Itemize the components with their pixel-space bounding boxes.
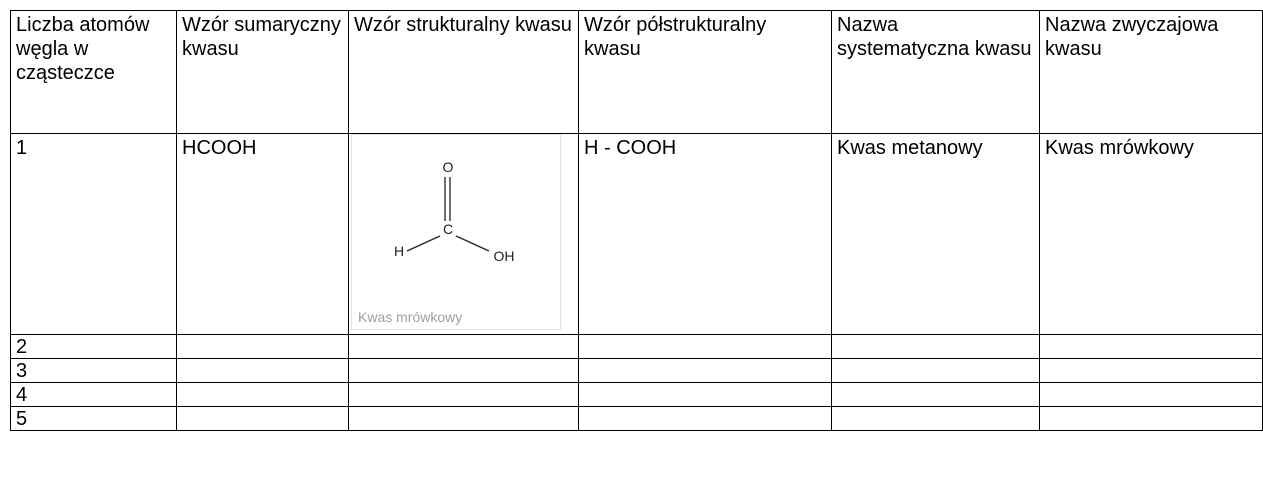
cell-structural-formula[interactable] — [348, 406, 579, 431]
cell-common-name[interactable] — [1039, 406, 1263, 431]
cell-systematic-name: Kwas metanowy — [831, 133, 1040, 335]
table-row: 4 — [10, 382, 1263, 407]
carbon-count-value: 5 — [16, 408, 28, 430]
cell-molecular-formula[interactable] — [176, 358, 349, 383]
c-h-bond — [406, 235, 441, 252]
cell-carbon-count: 4 — [10, 382, 177, 407]
c-oh-bond — [455, 235, 490, 252]
carbon-count-value: 1 — [16, 137, 28, 159]
table-row: 2 — [10, 334, 1263, 359]
cell-common-name[interactable] — [1039, 382, 1263, 407]
semi-structural-formula-value: H - COOH — [584, 137, 677, 159]
table-header-row: Liczba atomów węgla w cząsteczce Wzór su… — [10, 10, 1263, 134]
oxygen-atom-label: O — [443, 159, 454, 175]
header-molecular-formula: Wzór sumaryczny kwasu — [176, 10, 349, 134]
cell-molecular-formula: HCOOH — [176, 133, 349, 335]
cell-structural-formula[interactable] — [348, 358, 579, 383]
cell-semi-structural-formula[interactable] — [578, 382, 832, 407]
carbon-count-value: 3 — [16, 360, 28, 382]
table-row: 5 — [10, 406, 1263, 431]
header-systematic-name: Nazwa systematyczna kwasu — [831, 10, 1040, 134]
molecular-formula-value: HCOOH — [182, 137, 257, 159]
header-semi-structural-formula-label: Wzór półstrukturalny kwasu — [584, 14, 767, 60]
cell-carbon-count: 3 — [10, 358, 177, 383]
formic-acid-structure-diagram: O C H OH — [394, 159, 515, 264]
carbon-count-value: 2 — [16, 336, 28, 358]
carbon-atom-label: C — [443, 221, 453, 237]
cell-semi-structural-formula[interactable] — [578, 358, 832, 383]
header-common-name: Nazwa zwyczajowa kwasu — [1039, 10, 1263, 134]
carboxylic-acid-table: Liczba atomów węgla w cząsteczce Wzór su… — [10, 10, 1263, 431]
header-carbon-count: Liczba atomów węgla w cząsteczce — [10, 10, 177, 134]
header-structural-formula: Wzór strukturalny kwasu — [348, 10, 579, 134]
table-row: 1 HCOOH O C H OH Kwas mrówkowy H - COOH … — [10, 133, 1263, 335]
cell-semi-structural-formula[interactable] — [578, 334, 832, 359]
cell-systematic-name[interactable] — [831, 358, 1040, 383]
cell-carbon-count: 1 — [10, 133, 177, 335]
cell-molecular-formula[interactable] — [176, 406, 349, 431]
cell-semi-structural-formula: H - COOH — [578, 133, 832, 335]
cell-structural-formula[interactable] — [348, 334, 579, 359]
cell-systematic-name[interactable] — [831, 334, 1040, 359]
header-semi-structural-formula: Wzór półstrukturalny kwasu — [578, 10, 832, 134]
cell-common-name: Kwas mrówkowy — [1039, 133, 1263, 335]
header-carbon-count-label: Liczba atomów węgla w cząsteczce — [16, 14, 150, 84]
carbon-count-value: 4 — [16, 384, 28, 406]
cell-carbon-count: 5 — [10, 406, 177, 431]
cell-molecular-formula[interactable] — [176, 334, 349, 359]
header-common-name-label: Nazwa zwyczajowa kwasu — [1045, 14, 1219, 60]
header-structural-formula-label: Wzór strukturalny kwasu — [354, 14, 572, 36]
structure-caption: Kwas mrówkowy — [358, 309, 463, 325]
cell-carbon-count: 2 — [10, 334, 177, 359]
structural-formula-image: O C H OH Kwas mrówkowy — [351, 134, 561, 330]
cell-structural-formula: O C H OH Kwas mrówkowy — [348, 133, 579, 335]
cell-common-name[interactable] — [1039, 334, 1263, 359]
hydroxyl-group-label: OH — [494, 248, 515, 264]
cell-common-name[interactable] — [1039, 358, 1263, 383]
cell-semi-structural-formula[interactable] — [578, 406, 832, 431]
systematic-name-value: Kwas metanowy — [837, 137, 983, 159]
cell-molecular-formula[interactable] — [176, 382, 349, 407]
header-systematic-name-label: Nazwa systematyczna kwasu — [837, 14, 1032, 60]
cell-systematic-name[interactable] — [831, 406, 1040, 431]
common-name-value: Kwas mrówkowy — [1045, 137, 1194, 159]
hydrogen-atom-label: H — [394, 243, 404, 259]
cell-systematic-name[interactable] — [831, 382, 1040, 407]
table-row: 3 — [10, 358, 1263, 383]
header-molecular-formula-label: Wzór sumaryczny kwasu — [182, 14, 341, 60]
cell-structural-formula[interactable] — [348, 382, 579, 407]
